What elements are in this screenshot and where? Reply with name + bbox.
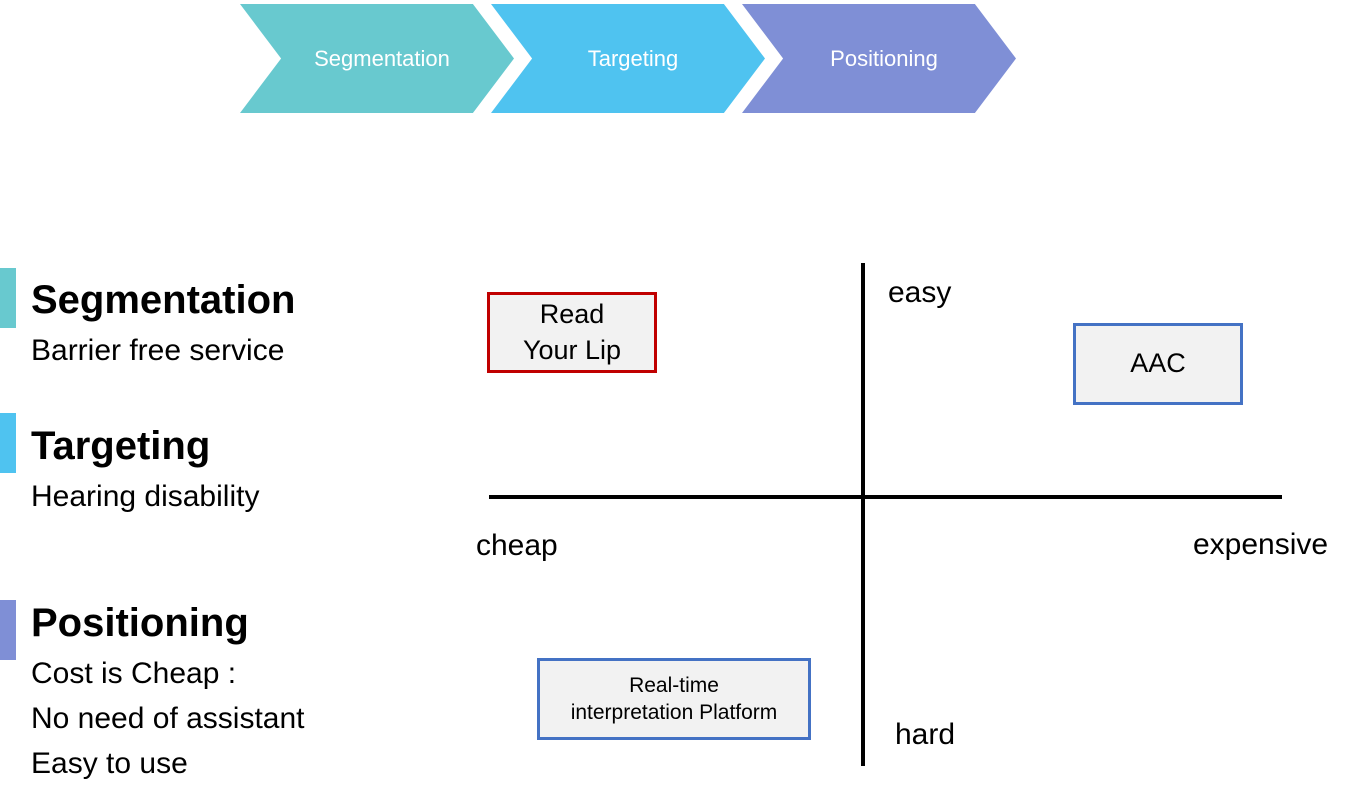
targeting-title: Targeting — [31, 424, 211, 468]
chevron-targeting: Targeting — [491, 4, 765, 113]
positioning-text-2: No need of assistant — [31, 702, 305, 735]
targeting-text: Hearing disability — [31, 480, 260, 513]
item-read-your-lip-line-2: Your Lip — [522, 334, 622, 365]
vertical-axis — [861, 263, 865, 766]
item-read-your-lip-line-1: Read — [539, 299, 605, 330]
axis-label-easy: easy — [888, 276, 952, 309]
targeting-accent-bar — [0, 413, 16, 473]
item-realtime-line-1: Real-time — [629, 673, 719, 697]
positioning-title: Positioning — [31, 601, 249, 645]
chevron-positioning: Positioning — [742, 4, 1016, 113]
item-aac-label: AAC — [1130, 348, 1186, 379]
axis-label-expensive: expensive — [1193, 528, 1329, 561]
chevron-label-positioning: Positioning — [830, 45, 938, 71]
chevron-label-targeting: Targeting — [587, 45, 679, 71]
horizontal-axis — [489, 495, 1282, 499]
item-read-your-lip: Read Your Lip — [487, 292, 657, 373]
chevron-label-segmentation: Segmentation — [314, 45, 450, 71]
axis-label-hard: hard — [895, 718, 956, 751]
item-realtime-line-2: interpretation Platform — [570, 701, 778, 724]
positioning-accent-bar — [0, 600, 16, 660]
positioning-text-1: Cost is Cheap : — [31, 657, 237, 690]
segmentation-title: Segmentation — [31, 278, 296, 322]
axis-label-cheap: cheap — [476, 529, 558, 562]
chevron-segmentation: Segmentation — [240, 4, 514, 113]
positioning-text-3: Easy to use — [31, 747, 188, 780]
segmentation-accent-bar — [0, 268, 16, 328]
item-realtime-platform: Real-time interpretation Platform — [537, 658, 811, 740]
item-aac: AAC — [1073, 323, 1243, 405]
segmentation-text: Barrier free service — [31, 334, 285, 367]
